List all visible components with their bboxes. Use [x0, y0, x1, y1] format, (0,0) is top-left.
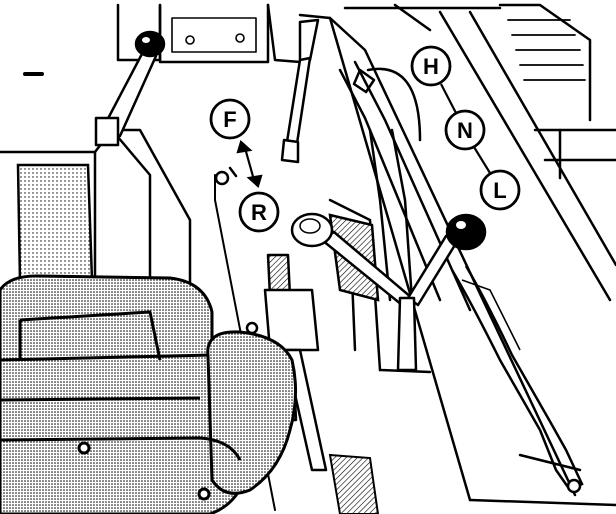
throttle-lever [94, 30, 166, 147]
label-reverse: R [238, 191, 280, 233]
label-forward-text: F [223, 107, 236, 132]
label-neutral-text: N [457, 118, 473, 143]
floor-mat [328, 453, 380, 514]
operator-seat [0, 274, 298, 514]
label-reverse-text: R [251, 200, 267, 225]
fr-lever-knob [290, 212, 334, 248]
label-forward: F [209, 98, 251, 140]
parking-lever [280, 18, 376, 164]
left-wall-pad [16, 163, 94, 284]
hnl-lever-knob [445, 213, 487, 251]
label-low-text: L [493, 178, 506, 203]
transmission-console [328, 60, 472, 374]
label-neutral: N [444, 109, 486, 151]
hnl-connector-lines [440, 83, 491, 174]
fr-shift-arrow [236, 140, 263, 188]
label-high-text: H [423, 54, 439, 79]
label-low: L [479, 169, 521, 211]
cable-hose [450, 265, 584, 494]
cab-structure [0, 3, 616, 511]
range-shift-levers [320, 230, 460, 372]
label-high: H [410, 45, 452, 87]
